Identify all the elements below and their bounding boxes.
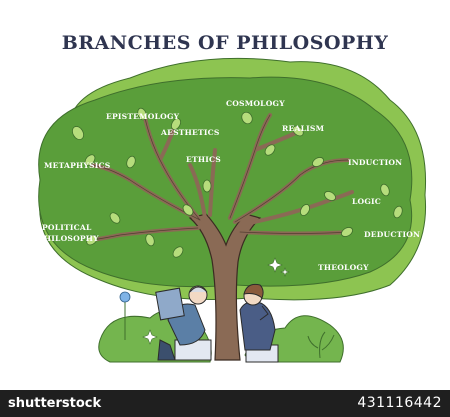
page-title: BRANCHES OF PHILOSOPHY xyxy=(61,32,389,54)
person-thinking xyxy=(239,283,279,363)
flower-icon xyxy=(119,291,131,340)
watermark-id: 431116442 xyxy=(357,395,442,411)
label-induction: INDUCTION xyxy=(348,158,403,167)
label-theology: THEOLOGY xyxy=(318,263,369,272)
label-logic: LOGIC xyxy=(352,197,382,206)
tree-trunk xyxy=(188,213,262,361)
watermark-brand: shutterstock xyxy=(8,396,102,411)
label-cosmology: COSMOLOGY xyxy=(226,99,285,108)
tree-branches-outline xyxy=(91,114,351,241)
label-political-philosophy-line1: POLITICAL xyxy=(42,223,92,232)
label-metaphysics: METAPHYSICS xyxy=(44,161,111,170)
watermark-bar: shutterstock 431116442 xyxy=(0,390,450,417)
label-ethics: ETHICS xyxy=(186,155,221,164)
person-reading xyxy=(155,285,212,361)
label-epistemology: EPISTEMOLOGY xyxy=(106,112,180,121)
sparkle-icons xyxy=(142,257,290,345)
label-deduction: DEDUCTION xyxy=(364,230,421,239)
label-realism: REALISM xyxy=(282,124,325,133)
label-aesthetics: AESTHETICS xyxy=(161,128,220,137)
label-political-philosophy-line2: PHILOSOPHY xyxy=(38,234,99,243)
grass-plant xyxy=(307,331,335,359)
leaves xyxy=(72,107,403,258)
